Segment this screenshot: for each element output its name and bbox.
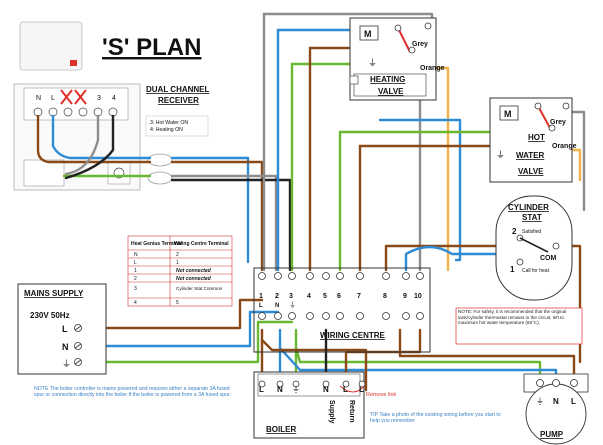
- wiring-centre-number: 8: [383, 293, 387, 300]
- tip-note: TIP Take a photo of the existing wiring …: [370, 412, 501, 425]
- terminal-table-cell: Not connected: [176, 268, 212, 274]
- hot-water-valve-earth-icon: ⏚: [496, 150, 505, 160]
- terminal-table-cell: Cylinder Stat Common: [176, 286, 223, 291]
- page-title: 'S' PLAN: [102, 34, 201, 61]
- mains-voltage: 230V 50Hz: [30, 311, 70, 320]
- cylinder-stat-title-1: CYLINDER: [508, 203, 549, 212]
- heating-valve: M ⏚ Grey Orange HEATING VALVE: [349, 17, 445, 101]
- cylinder-stat-t1: 1: [510, 265, 515, 274]
- wiring-centre: 1 2 3 4 5 6 7 8 9 10 L N ⏚ WIRING CENTRE: [253, 267, 431, 353]
- receiver-legend-3: 3: Hot Water ON: [150, 120, 188, 126]
- wiring-centre-number: 3: [289, 293, 293, 300]
- pump-earth-icon: ⏚: [536, 397, 544, 406]
- cylinder-stat-t2: 2: [512, 227, 517, 236]
- heating-valve-orange: Orange: [420, 65, 445, 72]
- receiver-legend-4: 4: Heating ON: [150, 127, 183, 133]
- safety-note-text: NOTE: For safety, it is recommended that…: [458, 309, 567, 326]
- hot-water-valve-orange: Orange: [552, 143, 577, 150]
- wiring-centre-sub-l: L: [259, 303, 263, 309]
- cross-icon: [60, 89, 87, 105]
- receiver-terminal-4: 4: [112, 95, 116, 102]
- wiring-centre-number: 7: [357, 293, 361, 300]
- boiler-terminal-n2: N: [323, 385, 329, 394]
- hot-water-valve: M ⏚ Grey Orange HOT WATER VALVE: [489, 97, 577, 183]
- hot-water-valve-grey: Grey: [550, 119, 566, 126]
- heating-valve-label-2: VALVE: [378, 87, 404, 96]
- boiler-label: BOILER: [266, 425, 296, 434]
- wiring-centre-number: 10: [414, 293, 422, 300]
- receiver-terminal-l: L: [51, 95, 55, 102]
- terminal-table-cell: Not connected: [176, 276, 212, 282]
- terminal-table: Heat Genius Terminal Wiring Centre Termi…: [127, 235, 233, 307]
- mains-supply: MAINS SUPPLY 230V 50Hz L N ⏚: [17, 283, 107, 375]
- boiler-terminal-l3: L: [359, 385, 364, 394]
- cylinder-stat-t1-label: Call for heat: [522, 268, 550, 274]
- wiring-centre-label: WIRING CENTRE: [320, 331, 386, 340]
- wiring: [36, 12, 586, 392]
- wiring-centre-number: 6: [337, 293, 341, 300]
- wiring-centre-number: 9: [403, 293, 407, 300]
- hot-water-valve-label-3: VALVE: [518, 167, 544, 176]
- terminal-table-cell: 1: [176, 260, 179, 266]
- boiler-earth-icon: ⏚: [292, 385, 300, 394]
- hot-water-valve-label-1: HOT: [528, 133, 545, 142]
- wiring-centre-number: 5: [323, 293, 327, 300]
- mains-earth-icon: ⏚: [62, 359, 71, 369]
- wiring-centre-number: 1: [259, 293, 263, 300]
- cylinder-stat: CYLINDER STAT 2 Satisfied COM 1 Call for…: [495, 195, 573, 301]
- wiring-centre-sub-n: N: [275, 303, 279, 309]
- cylinder-stat-com: COM: [540, 255, 557, 262]
- mains-title: MAINS SUPPLY: [24, 289, 84, 298]
- hot-water-valve-label-2: WATER: [516, 151, 545, 160]
- terminal-table-header-1: Heat Genius Terminal: [131, 241, 183, 247]
- connector-blocks: [147, 153, 173, 185]
- boiler-terminal-l: L: [259, 385, 264, 394]
- pump: ⏚ N L PUMP: [523, 373, 589, 445]
- wiring-centre-number: 2: [275, 293, 279, 300]
- heating-valve-grey: Grey: [412, 41, 428, 48]
- terminal-table-cell: L: [134, 260, 137, 266]
- cylinder-stat-t2-label: Satisfied: [522, 229, 541, 235]
- terminal-table-cell: 5: [176, 300, 179, 306]
- receiver-terminal-n: N: [36, 95, 41, 102]
- boiler-return-label: Return: [348, 400, 355, 423]
- wiring-centre-earth-icon: ⏚: [289, 301, 296, 309]
- cylinder-stat-title-2: STAT: [522, 213, 542, 222]
- safety-note: NOTE: For safety, it is recommended that…: [455, 307, 583, 345]
- heating-valve-label-1: HEATING: [370, 75, 405, 84]
- boiler-terminal-l2: L: [343, 385, 348, 394]
- boiler: L N ⏚ N L L Supply Return BOILER: [253, 371, 366, 439]
- heat-genius-device: [19, 21, 83, 71]
- terminal-table-cell: 4: [134, 300, 137, 306]
- receiver-title-line1: DUAL CHANNEL: [146, 85, 210, 94]
- boiler-note: NOTE The boiler controller is mains powe…: [34, 386, 231, 399]
- dual-channel-receiver: N L 3 4: [13, 83, 141, 191]
- wiring-centre-number: 4: [307, 293, 311, 300]
- terminal-table-header-2: Wiring Centre Terminal: [174, 241, 229, 247]
- remove-link-note: Remove link: [366, 392, 397, 398]
- receiver-terminal-3: 3: [97, 95, 101, 102]
- pump-label: PUMP: [540, 430, 564, 439]
- boiler-terminal-n: N: [277, 385, 283, 394]
- terminal-table-cell: 2: [176, 252, 179, 258]
- heating-valve-earth-icon: ⏚: [368, 58, 377, 68]
- pump-n: N: [553, 397, 559, 406]
- terminal-table-cell: 1: [134, 268, 137, 274]
- terminal-table-cell: 2: [134, 276, 137, 282]
- hot-water-valve-motor: M: [504, 109, 512, 119]
- terminal-table-cell: N: [134, 252, 138, 258]
- mains-l: L: [62, 324, 68, 334]
- mains-n: N: [62, 342, 69, 352]
- boiler-supply-label: Supply: [328, 400, 335, 423]
- pump-l: L: [571, 397, 576, 406]
- receiver-title-line2: RECEIVER: [158, 96, 199, 105]
- heating-valve-motor: M: [364, 29, 372, 39]
- terminal-table-cell: 3: [134, 286, 137, 292]
